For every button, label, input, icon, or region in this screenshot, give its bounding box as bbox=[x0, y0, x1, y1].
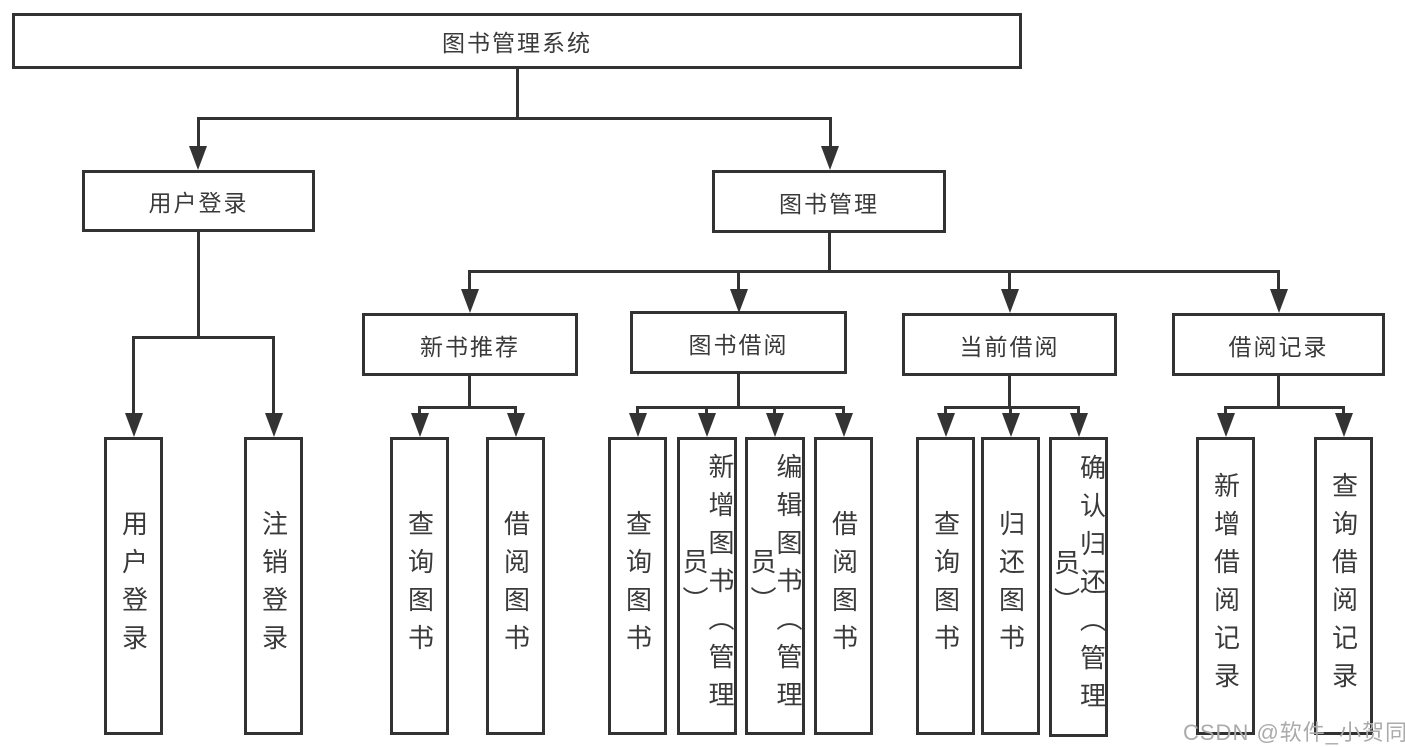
node-return-books: 归还图书 bbox=[981, 437, 1040, 735]
arrow-down-icon bbox=[507, 413, 525, 437]
connector-hline bbox=[1224, 406, 1345, 409]
connector-vline bbox=[944, 406, 947, 416]
arrow-down-icon bbox=[821, 146, 839, 170]
connector-vline bbox=[737, 374, 740, 408]
csdn-watermark: CSDN @软件_小贺同学 bbox=[1183, 720, 1405, 745]
arrow-down-icon bbox=[698, 413, 716, 437]
node-borrow-books-borrowing: 借阅图书 bbox=[814, 437, 873, 735]
node-current-borrowing: 当前借阅 bbox=[902, 313, 1117, 376]
connector-vline bbox=[828, 233, 831, 272]
connector-vline bbox=[1008, 270, 1011, 292]
node-query-books-recommend: 查询图书 bbox=[390, 437, 449, 735]
arrow-down-icon bbox=[125, 413, 143, 437]
connector-vline bbox=[197, 232, 200, 339]
connector-hline bbox=[197, 117, 832, 120]
connector-vline bbox=[514, 406, 517, 416]
arrow-down-icon bbox=[1070, 413, 1088, 437]
arrow-down-icon bbox=[1001, 289, 1019, 313]
connector-vline bbox=[132, 336, 135, 416]
connector-vline bbox=[737, 270, 740, 292]
node-query-books-current: 查询图书 bbox=[916, 437, 975, 735]
node-add-book-admin: 新增图书（管理员） bbox=[677, 437, 737, 735]
node-edit-book-admin: 编辑图书（管理员） bbox=[745, 437, 805, 735]
node-borrow-books-recommend: 借阅图书 bbox=[486, 437, 545, 735]
connector-vline bbox=[829, 117, 832, 150]
node-query-borrow-record: 查询借阅记录 bbox=[1314, 437, 1373, 735]
node-library-management-system: 图书管理系统 bbox=[12, 13, 1022, 69]
arrow-down-icon bbox=[1335, 413, 1353, 437]
arrow-down-icon bbox=[461, 289, 479, 313]
node-book-borrowing: 图书借阅 bbox=[630, 311, 847, 374]
connector-hline bbox=[636, 406, 845, 409]
arrow-down-icon bbox=[1270, 289, 1288, 313]
connector-vline bbox=[468, 376, 471, 408]
node-borrowing-records: 借阅记录 bbox=[1172, 313, 1385, 376]
connector-vline bbox=[1342, 406, 1345, 416]
connector-vline bbox=[272, 336, 275, 416]
node-query-books-borrowing: 查询图书 bbox=[608, 437, 667, 735]
arrow-down-icon bbox=[189, 146, 207, 170]
connector-vline bbox=[197, 117, 200, 150]
connector-vline bbox=[516, 69, 519, 119]
connector-hline bbox=[132, 336, 275, 339]
connector-vline bbox=[636, 406, 639, 416]
connector-vline bbox=[1224, 406, 1227, 416]
node-user-login: 用户登录 bbox=[82, 170, 315, 232]
node-user-login-leaf: 用户登录 bbox=[104, 437, 163, 735]
connector-vline bbox=[842, 406, 845, 416]
connector-vline bbox=[1077, 406, 1080, 416]
arrow-down-icon bbox=[629, 413, 647, 437]
connector-vline bbox=[1277, 376, 1280, 408]
connector-vline bbox=[1277, 270, 1280, 292]
connector-vline bbox=[1009, 406, 1012, 416]
arrow-down-icon bbox=[766, 413, 784, 437]
node-confirm-return-admin: 确认归还（管理员） bbox=[1049, 437, 1108, 737]
node-book-management: 图书管理 bbox=[712, 170, 946, 233]
arrow-down-icon bbox=[1002, 413, 1020, 437]
connector-vline bbox=[1008, 376, 1011, 408]
arrow-down-icon bbox=[730, 289, 748, 313]
node-add-borrow-record: 新增借阅记录 bbox=[1196, 437, 1255, 735]
connector-vline bbox=[418, 406, 421, 416]
connector-vline bbox=[705, 406, 708, 416]
arrow-down-icon bbox=[265, 413, 283, 437]
arrow-down-icon bbox=[1217, 413, 1235, 437]
node-logout: 注销登录 bbox=[244, 437, 303, 735]
connector-hline bbox=[418, 406, 517, 409]
connector-hline bbox=[468, 270, 1280, 273]
node-new-book-recommendation: 新书推荐 bbox=[362, 313, 578, 376]
connector-vline bbox=[468, 270, 471, 292]
arrow-down-icon bbox=[411, 413, 429, 437]
connector-vline bbox=[773, 406, 776, 416]
arrow-down-icon bbox=[937, 413, 955, 437]
arrow-down-icon bbox=[835, 413, 853, 437]
connector-hline bbox=[944, 406, 1080, 409]
